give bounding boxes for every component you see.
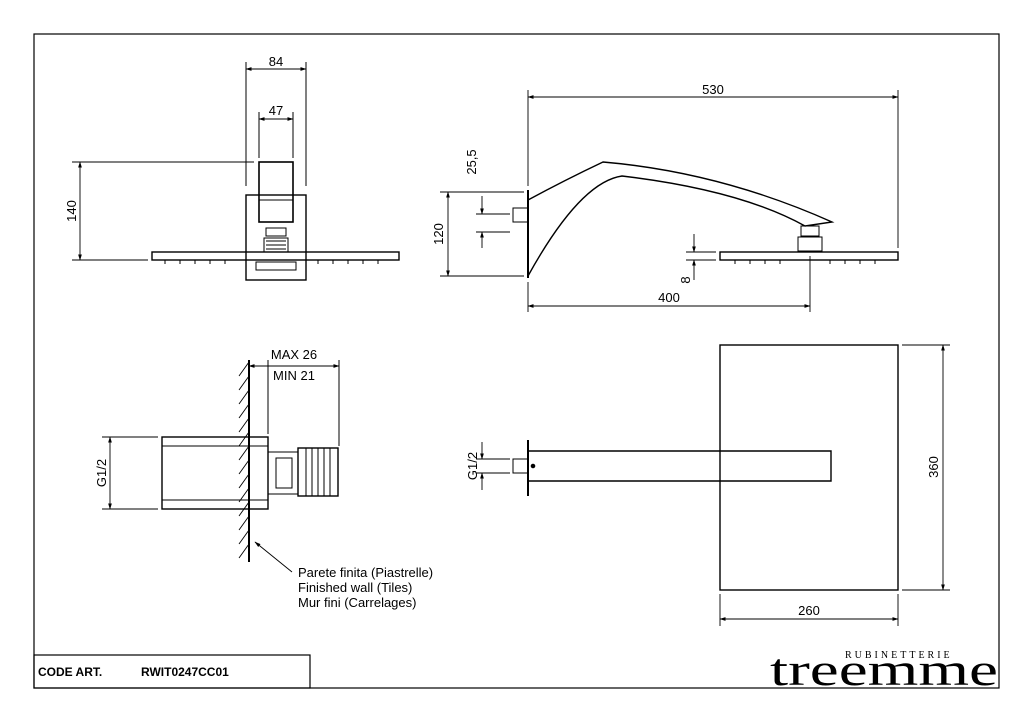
side-view (512, 161, 899, 279)
top-view (512, 344, 899, 591)
wall-note-italian: Parete finita (Piastrelle) (298, 565, 433, 580)
brand-name: treemme (770, 644, 998, 695)
code-box (33, 654, 311, 689)
dim-top-thread: G1/2 (465, 452, 480, 480)
dim-side-reach: 400 (658, 290, 680, 305)
dim-top-width: 260 (798, 603, 820, 618)
front-view (72, 62, 400, 281)
dim-side-arm-offset: 25,5 (464, 149, 479, 174)
dim-top-height: 360 (926, 456, 941, 478)
dim-wall-min: MIN 21 (273, 368, 315, 383)
sheet-border (33, 33, 1000, 689)
front-view-dimensions (78, 67, 307, 261)
dim-wall-thread: G1/2 (94, 459, 109, 487)
dim-side-head-thickness: 8 (678, 276, 693, 283)
wall-note-english: Finished wall (Tiles) (298, 580, 412, 595)
wall-detail-dimensions (108, 364, 340, 573)
dim-front-height: 140 (64, 200, 79, 222)
top-view-dimensions (480, 344, 945, 621)
side-view-extension-lines (440, 90, 899, 312)
wall-note-french: Mur fini (Carrelages) (298, 595, 416, 610)
top-view-extension-lines (476, 344, 950, 626)
wall-detail (102, 360, 340, 562)
brand-logo: RUBINETTERIE treemme (770, 644, 998, 695)
dim-side-height: 120 (431, 223, 446, 245)
dim-wall-max: MAX 26 (271, 347, 317, 362)
dim-side-length: 530 (702, 82, 724, 97)
side-view-dimensions (446, 95, 899, 308)
code-label: CODE ART. (38, 665, 102, 679)
code-value: RWIT0247CC01 (141, 665, 229, 679)
brand-sub: RUBINETTERIE (845, 650, 953, 661)
dim-front-width-outer: 84 (269, 54, 283, 69)
dim-front-width-inner: 47 (269, 103, 283, 118)
